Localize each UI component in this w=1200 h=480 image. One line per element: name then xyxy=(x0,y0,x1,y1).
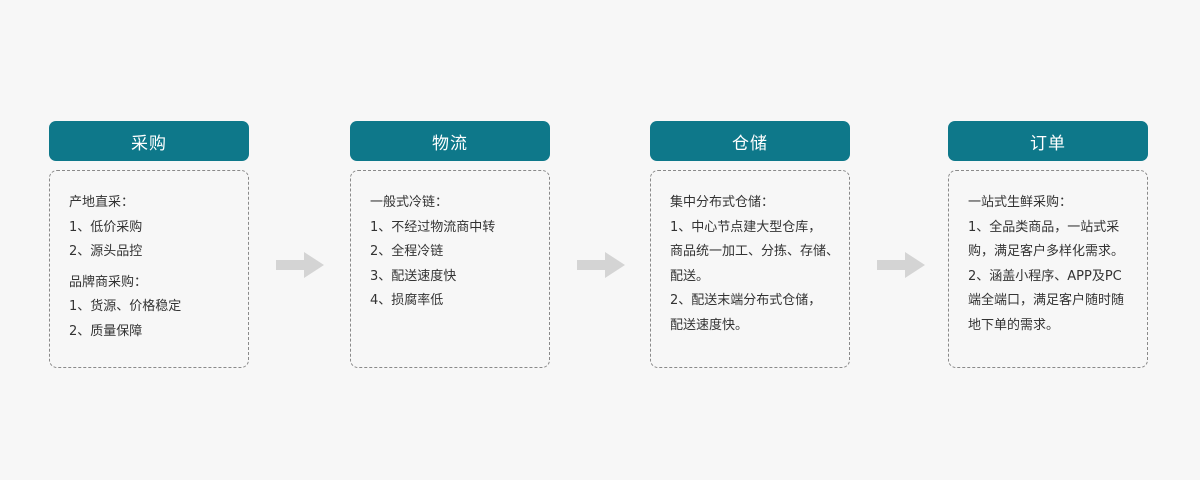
bullet-line: 端全端口，满足客户随时随 xyxy=(968,293,1125,308)
stage-order: 订单 一站式生鲜采购： 1、全品类商品，一站式采 购，满足客户多样化需求。 2、… xyxy=(948,121,1148,368)
stage-body-logistics: 一般式冷链： 1、不经过物流商中转 2、全程冷链 3、配送速度快 4、损腐率低 xyxy=(350,170,550,368)
bullet-line: 1、不经过物流商中转 xyxy=(370,219,496,235)
bullet-line: 1、中心节点建大型仓库， xyxy=(670,219,822,235)
stage-body-order: 一站式生鲜采购： 1、全品类商品，一站式采 购，满足客户多样化需求。 2、涵盖小… xyxy=(948,170,1148,368)
bullet-line: 2、质量保障 xyxy=(69,323,143,339)
group-heading: 一站式生鲜采购： xyxy=(968,195,1073,210)
bullet-line: 1、低价采购 xyxy=(69,219,143,235)
stage-logistics: 物流 一般式冷链： 1、不经过物流商中转 2、全程冷链 3、配送速度快 4、损腐… xyxy=(350,121,550,368)
stage-warehousing: 仓储 集中分布式仓储： 1、中心节点建大型仓库， 商品统一加工、分拣、存储、 配… xyxy=(650,121,850,368)
stage-body-purchase: 产地直采： 1、低价采购 2、源头品控 品牌商采购： 1、货源、价格稳定 2、质… xyxy=(49,170,249,368)
bullet-line: 购，满足客户多样化需求。 xyxy=(968,244,1125,259)
stage-header-warehousing: 仓储 xyxy=(650,121,850,161)
stage-body-warehousing: 集中分布式仓储： 1、中心节点建大型仓库， 商品统一加工、分拣、存储、 配送。 … xyxy=(650,170,850,368)
bullet-line: 1、全品类商品，一站式采 xyxy=(968,219,1120,235)
right-arrow-icon xyxy=(877,252,925,278)
bullet-line: 2、涵盖小程序、APP及PC xyxy=(968,268,1122,284)
group-heading: 品牌商采购： xyxy=(69,274,148,290)
right-arrow-icon xyxy=(577,252,625,278)
stage-title: 物流 xyxy=(432,133,468,154)
stage-header-purchase: 采购 xyxy=(49,121,249,161)
bullet-line: 配送。 xyxy=(670,268,710,284)
bullet-line: 2、配送末端分布式仓储， xyxy=(670,293,822,308)
bullet-line: 1、货源、价格稳定 xyxy=(69,299,182,314)
group-heading: 一般式冷链： xyxy=(370,195,449,210)
group-heading: 集中分布式仓储： xyxy=(670,195,775,210)
stage-header-order: 订单 xyxy=(948,121,1148,161)
bullet-line: 商品统一加工、分拣、存储、 xyxy=(670,244,840,259)
bullet-line: 3、配送速度快 xyxy=(370,268,457,284)
bullet-line: 4、损腐率低 xyxy=(370,293,444,308)
right-arrow-icon xyxy=(276,252,324,278)
bullet-line: 地下单的需求。 xyxy=(968,317,1060,333)
bullet-line: 2、源头品控 xyxy=(69,244,143,259)
stage-title: 采购 xyxy=(131,133,167,154)
bullet-line: 配送速度快。 xyxy=(670,317,749,333)
group-heading: 产地直采： xyxy=(69,195,135,210)
bullet-line: 2、全程冷链 xyxy=(370,244,444,259)
stage-title: 仓储 xyxy=(732,133,768,154)
stage-header-logistics: 物流 xyxy=(350,121,550,161)
stage-title: 订单 xyxy=(1030,133,1066,154)
stage-purchase: 采购 产地直采： 1、低价采购 2、源头品控 品牌商采购： 1、货源、价格稳定 … xyxy=(49,121,249,368)
